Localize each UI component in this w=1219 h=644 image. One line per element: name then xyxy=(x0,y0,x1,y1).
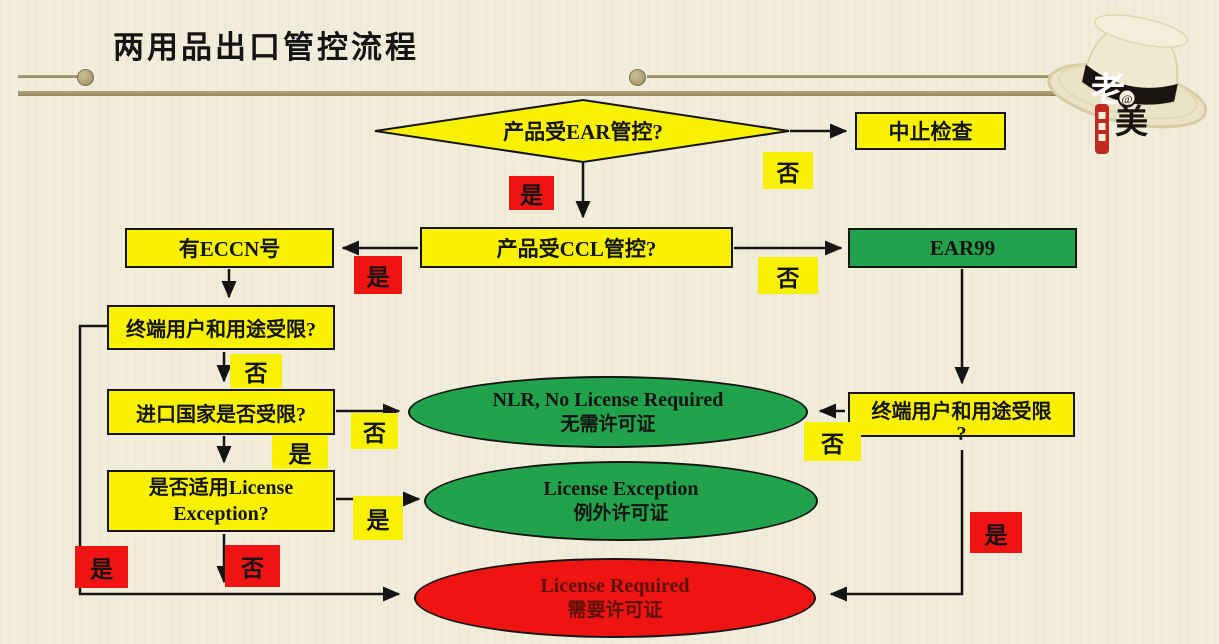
node-import-country: 进口国家是否受限? xyxy=(107,389,335,435)
node-eccn-label: 有ECCN号 xyxy=(178,237,281,261)
node-license-required: License Required 需要许可证 xyxy=(414,558,816,638)
node-license-exception-zh: 例外许可证 xyxy=(573,502,669,524)
tag-yes-country: 是 xyxy=(272,435,328,469)
tag-no-ccl-label: 否 xyxy=(776,265,800,291)
node-ear99: EAR99 xyxy=(848,228,1077,268)
tag-no-country: 否 xyxy=(351,413,398,449)
node-ear-check-label: 产品受EAR管控? xyxy=(503,120,663,144)
arrow-enduser-yes-to-required xyxy=(78,324,401,602)
node-ear-check: 产品受EAR管控? xyxy=(433,116,733,146)
tag-no-ccl: 否 xyxy=(758,257,818,294)
node-license-required-en: License Required xyxy=(540,574,690,597)
tag-no-enduser-right-label: 否 xyxy=(821,431,844,457)
node-end-user-right: 终端用户和用途受限 ? xyxy=(848,392,1075,445)
ear-check-diamond xyxy=(374,98,790,164)
divider-bead-left xyxy=(77,69,94,86)
tag-yes-ear: 是 xyxy=(509,176,554,210)
tag-yes-country-label: 是 xyxy=(288,442,312,467)
tag-yes-exception: 是 xyxy=(353,496,403,540)
tag-no-enduser-right: 否 xyxy=(804,422,861,461)
node-end-user-left: 终端用户和用途受限? xyxy=(107,305,335,350)
tag-no-ear-label: 否 xyxy=(776,160,800,186)
tag-no-country-label: 否 xyxy=(363,421,386,446)
logo-at-sign: @ xyxy=(1122,92,1133,106)
tag-yes-exception-label: 是 xyxy=(366,508,390,533)
node-stop-check: 中止检查 xyxy=(855,112,1006,150)
straw-hat-icon: 老 @ 美 xyxy=(1047,14,1208,154)
tag-yes-enduser-right: 是 xyxy=(970,512,1022,553)
node-license-exception: License Exception 例外许可证 xyxy=(424,461,818,541)
divider-short-left xyxy=(18,75,80,78)
node-end-user-left-label: 终端用户和用途受限? xyxy=(126,319,316,341)
divider-main xyxy=(18,91,1152,96)
tag-yes-enduser-left-label: 是 xyxy=(90,557,113,582)
node-eccn: 有ECCN号 xyxy=(125,228,334,268)
tag-yes-enduser-left: 是 xyxy=(75,546,128,588)
node-license-exception-q: 是否适用License Exception? xyxy=(107,470,335,532)
node-ccl-check-label: 产品受CCL管控? xyxy=(496,236,657,261)
straw-hat-logo: 老 @ 美 xyxy=(1043,8,1219,165)
tag-yes-ccl: 是 xyxy=(354,256,402,294)
tag-no-enduser-left: 否 xyxy=(230,354,282,388)
tag-yes-ear-label: 是 xyxy=(520,183,543,208)
divider-short-right xyxy=(647,75,1145,78)
node-stop-check-label: 中止检查 xyxy=(888,120,973,144)
node-ear99-label: EAR99 xyxy=(929,235,996,260)
node-license-exception-en: License Exception xyxy=(543,477,699,500)
node-nlr: NLR, No License Required 无需许可证 xyxy=(408,376,808,448)
logo-char-bottom: 美 xyxy=(1115,104,1148,141)
node-nlr-en: NLR, No License Required xyxy=(492,388,724,411)
arrow-enduser-right-yes-to-required xyxy=(829,450,964,602)
tag-no-exception-label: 否 xyxy=(241,556,264,581)
node-license-exception-q-label: 是否适用License Exception? xyxy=(148,477,294,525)
node-nlr-zh: 无需许可证 xyxy=(560,413,656,435)
tag-yes-ccl-label: 是 xyxy=(366,265,390,290)
tag-no-enduser-left-label: 否 xyxy=(244,361,268,386)
node-end-user-right-label: 终端用户和用途受限 ? xyxy=(871,401,1052,445)
node-license-required-zh: 需要许可证 xyxy=(567,599,663,621)
tag-yes-enduser-right-label: 是 xyxy=(984,522,1008,548)
node-import-country-label: 进口国家是否受限? xyxy=(136,403,306,426)
page-title: 两用品出口管控流程 xyxy=(113,30,419,65)
divider-bead-right xyxy=(629,69,646,86)
node-ccl-check: 产品受CCL管控? xyxy=(420,227,733,268)
tag-no-ear: 否 xyxy=(763,152,813,189)
tag-no-exception: 否 xyxy=(225,545,280,587)
